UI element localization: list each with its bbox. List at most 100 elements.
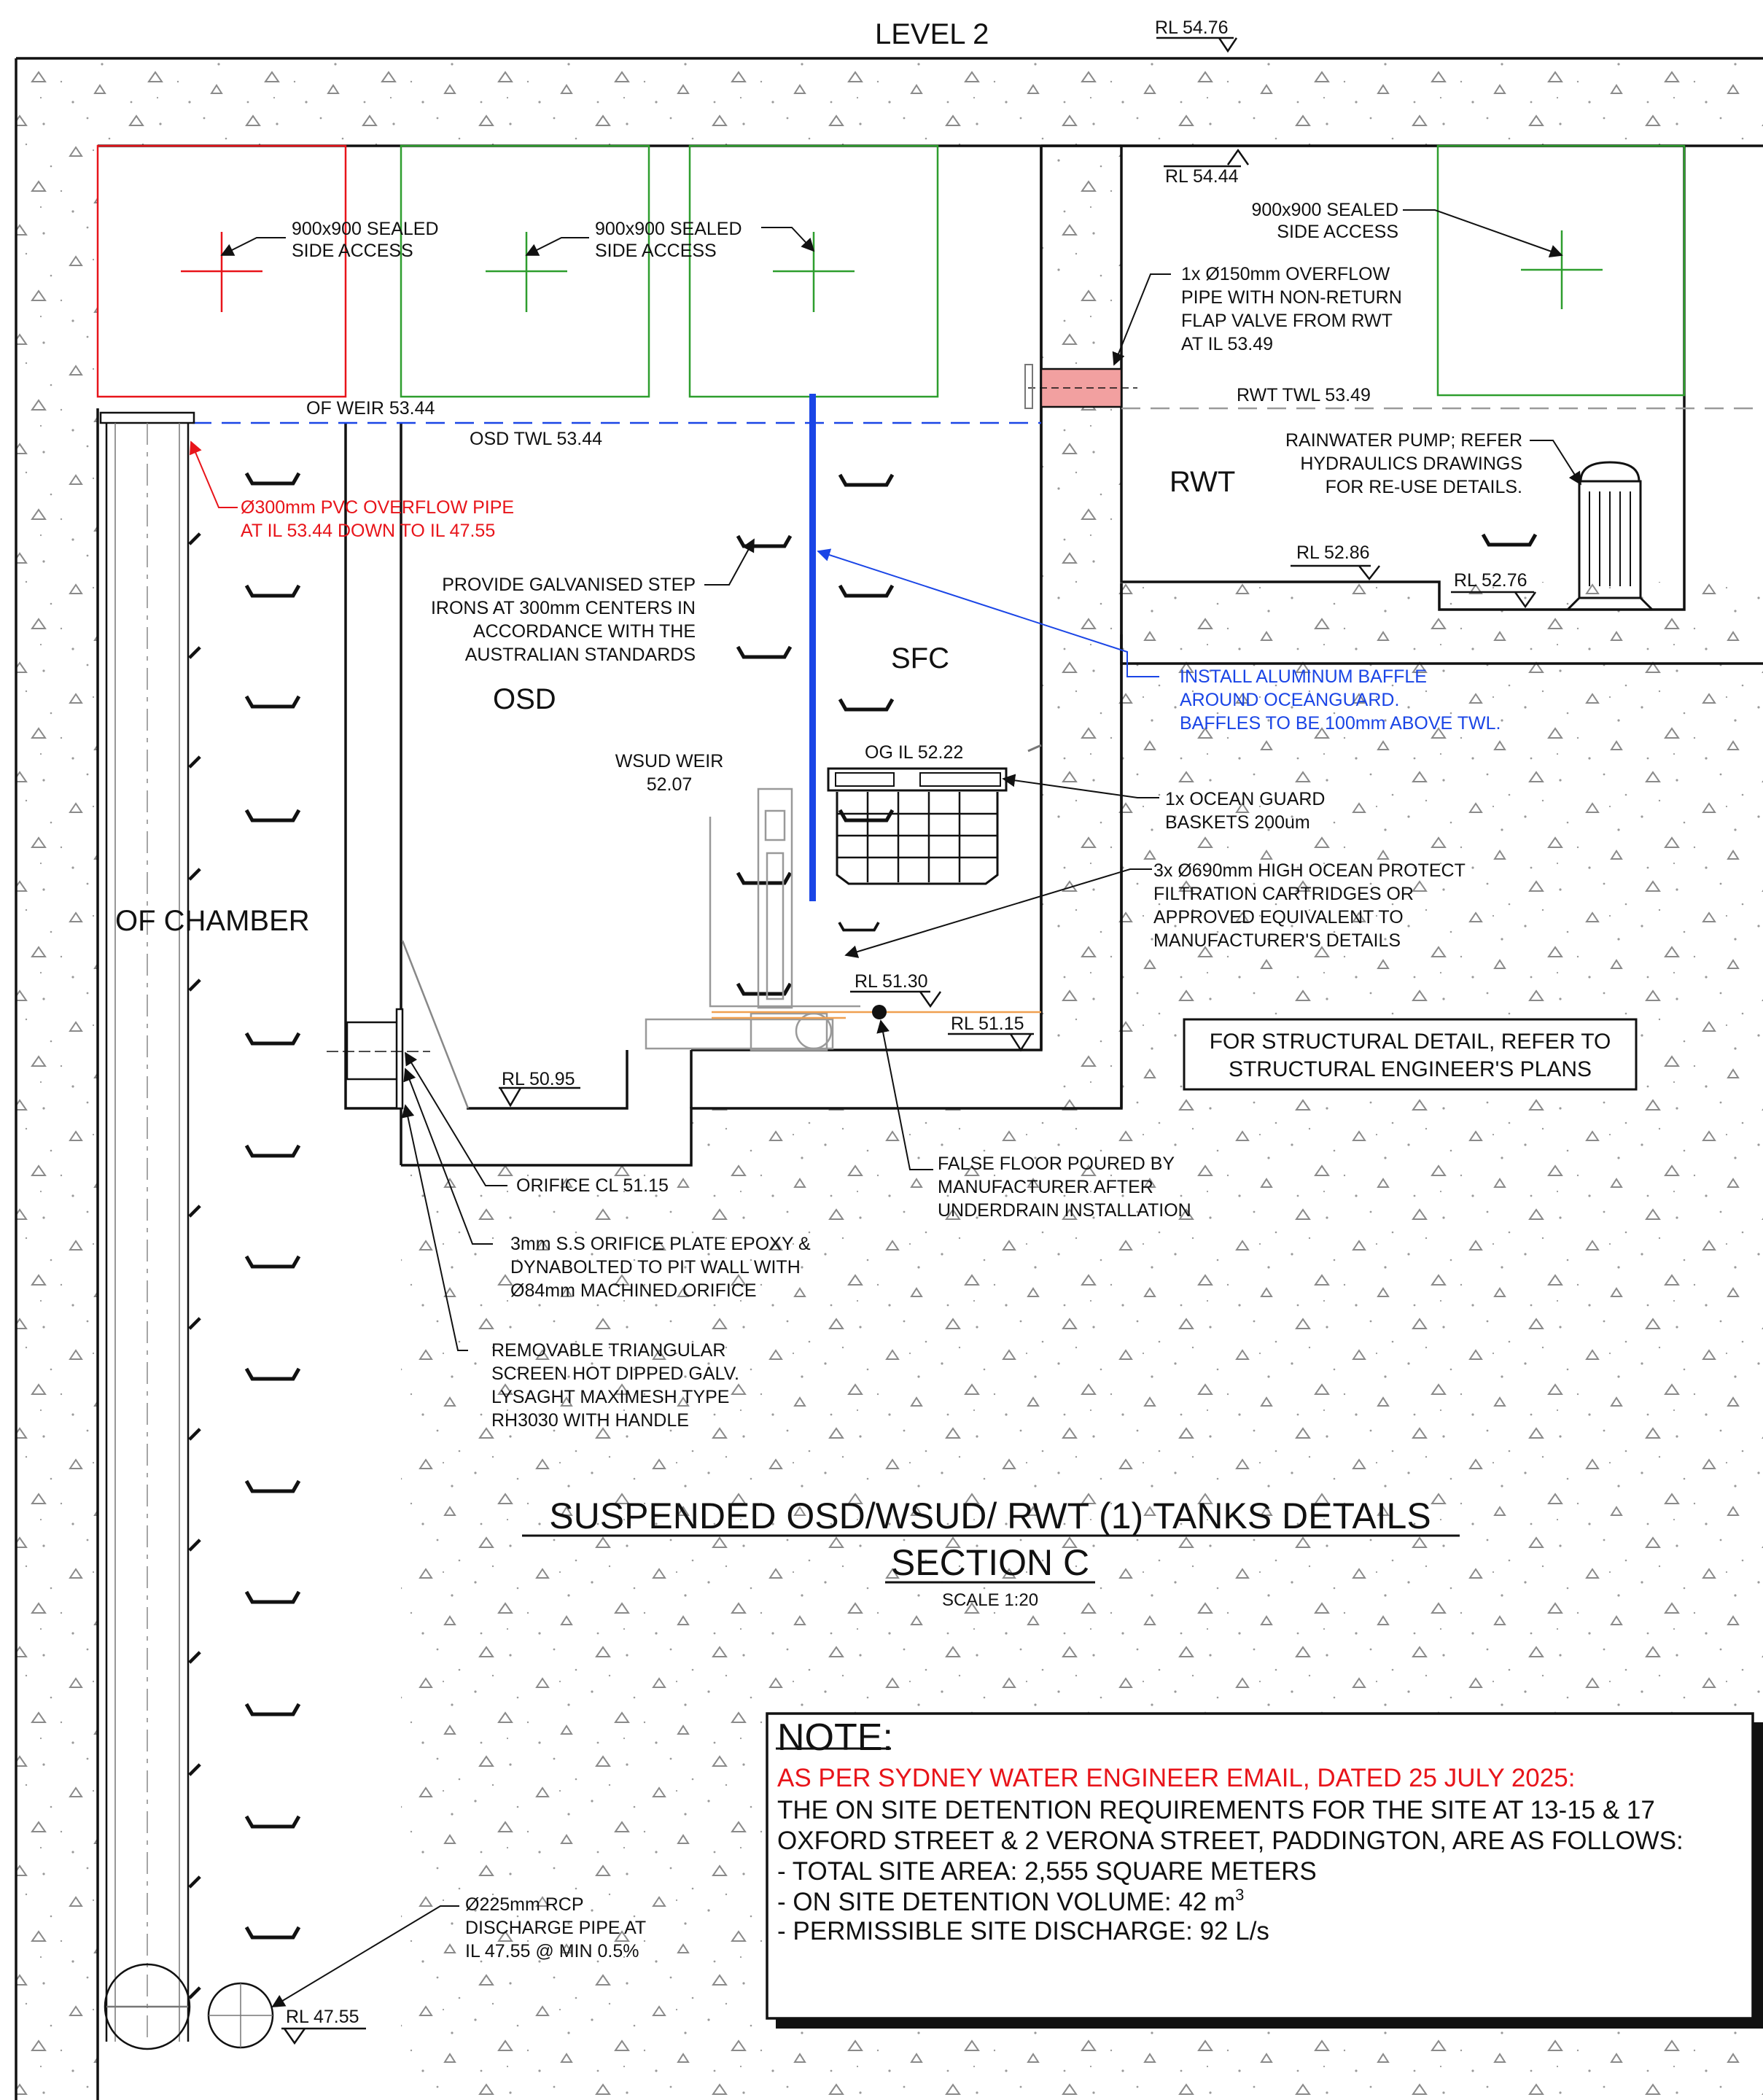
rl-5095: RL 50.95 <box>502 1069 575 1089</box>
rwt-overflow-note: 1x Ø150mm OVERFLOW PIPE WITH NON-RETURN FL… <box>1181 264 1402 354</box>
pump-note: RAINWATER PUMP; REFER HYDRAULICS DRAWINGS… <box>1285 430 1522 497</box>
text-line: RAINWATER PUMP; REFER <box>1285 430 1522 451</box>
text-line: MANUFACTURER'S DETAILS <box>1153 930 1401 951</box>
text-line: WSUD WEIR <box>615 751 724 771</box>
rl-top: RL 54.76 <box>1155 18 1229 38</box>
osd-label: OSD <box>493 683 556 715</box>
note-box: NOTE: AS PER SYDNEY WATER ENGINEER EMAIL… <box>766 1712 1763 2029</box>
text-line: BASKETS 200um <box>1165 812 1310 833</box>
text-line: 1x OCEAN GUARD <box>1165 789 1325 809</box>
rl-rwt-top: RL 54.44 <box>1165 166 1239 187</box>
text-line: SIDE ACCESS <box>1277 222 1398 242</box>
text-line: AT IL 53.49 <box>1181 334 1273 354</box>
text-line: MANUFACTURER AFTER <box>938 1177 1153 1197</box>
note-heading: NOTE: <box>777 1716 893 1759</box>
leader-lines <box>220 209 1581 2007</box>
wall-ticks <box>190 534 200 1998</box>
text-line: AUSTRALIAN STANDARDS <box>465 645 696 665</box>
false-floor-marker <box>872 1005 887 1019</box>
note-line-2: OXFORD STREET & 2 VERONA STREET, PADDING… <box>777 1827 1684 1855</box>
note-line-3: - TOTAL SITE AREA: 2,555 SQUARE METERS <box>777 1857 1317 1886</box>
rainwater-pump <box>1566 461 1654 611</box>
ocean-guard-note: 1x OCEAN GUARD BASKETS 200um <box>1165 789 1325 833</box>
text-line: FILTRATION CARTRIDGES OR <box>1153 884 1414 904</box>
text-line: Ø300mm PVC OVERFLOW PIPE <box>241 497 514 518</box>
text-line: UNDERDRAIN INSTALLATION <box>938 1200 1191 1221</box>
text-line: HYDRAULICS DRAWINGS <box>1300 454 1522 474</box>
text-line: APPROVED EQUIVALENT TO <box>1153 907 1404 928</box>
text-line: FLAP VALVE FROM RWT <box>1181 311 1393 331</box>
of-weir-label: OF WEIR 53.44 <box>306 398 435 419</box>
text-line: RH3030 WITH HANDLE <box>491 1410 689 1431</box>
text-line: IL 47.55 @ MIN 0.5% <box>465 1941 639 1961</box>
text-line: FALSE FLOOR POURED BY <box>938 1154 1175 1174</box>
og-il-label: OG IL 52.22 <box>865 742 963 763</box>
note-line-4: - ON SITE DETENTION VOLUME: 42 m3 <box>777 1886 1244 1916</box>
text-line: 3mm S.S ORIFICE PLATE EPOXY & <box>510 1234 811 1254</box>
screen-note: REMOVABLE TRIANGULAR SCREEN HOT DIPPED GA… <box>491 1340 739 1431</box>
text-line: Ø84mm MACHINED ORIFICE <box>510 1280 757 1301</box>
step-irons-note: PROVIDE GALVANISED STEP IRONS AT 300mm CE… <box>431 575 696 665</box>
pvc-overflow-note: Ø300mm PVC OVERFLOW PIPE AT IL 53.44 DOWN… <box>241 497 514 541</box>
of-vertical-pipe <box>99 411 274 2050</box>
text-line: AT IL 53.44 DOWN TO IL 47.55 <box>241 521 495 541</box>
aluminium-baffle <box>809 394 816 901</box>
of-chamber-label: OF CHAMBER <box>115 905 310 937</box>
note-line-1: THE ON SITE DETENTION REQUIREMENTS FOR T… <box>777 1796 1655 1824</box>
level-markers <box>281 36 1537 2045</box>
text-line: ACCORDANCE WITH THE <box>473 621 696 642</box>
cartridges-note: 3x Ø690mm HIGH OCEAN PROTECT FILTRATION C… <box>1153 860 1466 951</box>
text-line: 900x900 SEALED <box>595 219 742 239</box>
text-line: INSTALL ALUMINUM BAFFLE <box>1180 666 1427 687</box>
title-underlines <box>522 1534 1460 1584</box>
text-line: LYSAGHT MAXIMESH TYPE <box>491 1387 729 1407</box>
orifice-plate-note: 3mm S.S ORIFICE PLATE EPOXY & DYNABOLTED … <box>510 1234 811 1301</box>
pvc-leader <box>190 440 238 508</box>
note-line-4-sup: 3 <box>1235 1886 1244 1904</box>
ocean-guard-basket <box>827 744 1042 885</box>
rl-4755: RL 47.55 <box>286 2007 359 2027</box>
baffle-leader <box>817 548 1159 677</box>
text-line: SCREEN HOT DIPPED GALV. <box>491 1364 739 1384</box>
annotations: LEVEL 2 RL 54.76 RL 54.44 900x900 SEALED… <box>115 18 1527 2027</box>
text-line: STRUCTURAL ENGINEER'S PLANS <box>1229 1057 1592 1081</box>
rwt-twl-label: RWT TWL 53.49 <box>1237 385 1371 405</box>
text-line: 52.07 <box>647 774 693 795</box>
text-line: PIPE WITH NON-RETURN <box>1181 287 1402 308</box>
wsud-weir-label: WSUD WEIR 52.07 <box>615 751 724 795</box>
osd-twl-label: OSD TWL 53.44 <box>470 429 602 449</box>
drawing-title: SUSPENDED OSD/WSUD/ RWT (1) TANKS DETAIL… <box>549 1496 1431 1536</box>
text-line: SIDE ACCESS <box>292 241 413 261</box>
text-line: 900x900 SEALED <box>1251 200 1398 220</box>
text-line: IRONS AT 300mm CENTERS IN <box>431 598 696 618</box>
access-openings <box>96 144 1686 398</box>
note-red-line: AS PER SYDNEY WATER ENGINEER EMAIL, DATE… <box>777 1764 1575 1792</box>
rwt-overflow-pipe <box>1024 364 1137 409</box>
rwt-label: RWT <box>1170 466 1235 498</box>
text-line: BAFFLES TO BE 100mm ABOVE TWL. <box>1180 713 1501 734</box>
level-label: LEVEL 2 <box>875 18 989 50</box>
text-line: 1x Ø150mm OVERFLOW <box>1181 264 1390 284</box>
rl-5276: RL 52.76 <box>1454 570 1527 591</box>
rl-5115: RL 51.15 <box>951 1014 1024 1034</box>
orifice-assembly <box>327 940 470 1110</box>
concrete-slab <box>15 57 1763 2100</box>
water-levels <box>192 407 1763 424</box>
text-line: DYNABOLTED TO PIT WALL WITH <box>510 1257 801 1278</box>
text-line: 3x Ø690mm HIGH OCEAN PROTECT <box>1153 860 1466 881</box>
text-line: PROVIDE GALVANISED STEP <box>442 575 696 595</box>
false-floor-note: FALSE FLOOR POURED BY MANUFACTURER AFTER U… <box>938 1154 1191 1221</box>
drawing-subtitle: SECTION C <box>891 1542 1089 1583</box>
filtration-equipment <box>645 788 1041 1051</box>
rl-5286: RL 52.86 <box>1296 542 1370 563</box>
text-line: REMOVABLE TRIANGULAR <box>491 1340 725 1361</box>
text-line: DISCHARGE PIPE AT <box>465 1918 646 1938</box>
drawing-scale: SCALE 1:20 <box>942 1590 1038 1610</box>
text-line: 900x900 SEALED <box>292 219 439 239</box>
